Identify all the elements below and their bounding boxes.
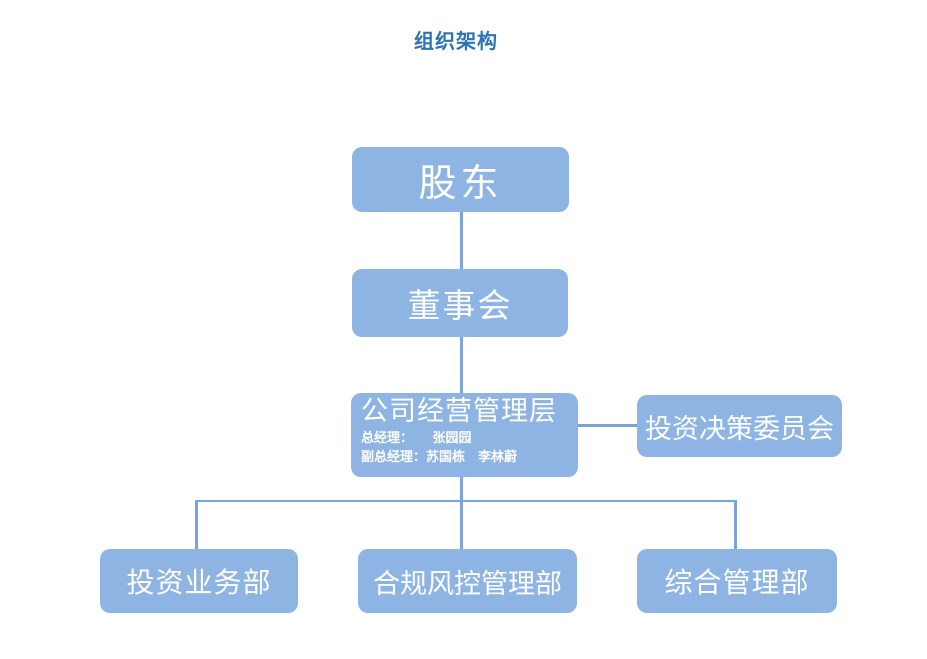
node-department-investment-business: 投资业务部 — [100, 549, 298, 613]
connector-board-management — [460, 337, 463, 393]
node-shareholders-label: 股东 — [418, 163, 503, 205]
node-shareholders: 股东 — [352, 147, 569, 212]
connector-department-1-drop — [195, 500, 198, 549]
page-title: 组织架构 — [414, 31, 498, 53]
node-management-dgm-line: 副总经理：苏国栋 李林蔚 — [361, 449, 518, 464]
node-board: 董事会 — [352, 269, 568, 337]
connector-management-departments — [460, 477, 463, 549]
node-management: 公司经营管理层 总经理： 张园园 副总经理：苏国栋 李林蔚 — [351, 393, 578, 477]
node-management-label: 公司经营管理层 — [361, 396, 557, 426]
node-department-general-management: 综合管理部 — [637, 549, 837, 613]
node-investment-committee: 投资决策委员会 — [637, 395, 842, 457]
node-board-label: 董事会 — [407, 289, 513, 325]
node-department-investment-business-label: 投资业务部 — [126, 568, 272, 599]
connector-department-3-drop — [734, 500, 737, 549]
connector-departments-horizontal — [195, 500, 737, 502]
connector-shareholders-board — [460, 212, 463, 270]
node-management-gm-line: 总经理： 张园园 — [361, 430, 472, 445]
node-department-general-management-label: 综合管理部 — [664, 568, 810, 599]
node-department-compliance-risk-label: 合规风控管理部 — [373, 568, 562, 599]
node-investment-committee-label: 投资决策委员会 — [645, 413, 834, 444]
node-department-compliance-risk: 合规风控管理部 — [358, 549, 577, 613]
connector-management-committee — [578, 424, 637, 427]
